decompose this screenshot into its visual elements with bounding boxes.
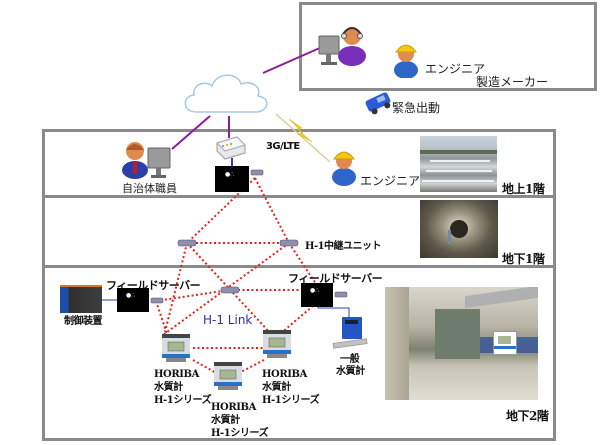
emergency-vehicle-icon	[365, 92, 391, 115]
operator-with-headset-icon	[318, 27, 366, 66]
basement-1-tunnel-photo	[420, 200, 498, 258]
h1-link	[186, 242, 273, 336]
basement-2-photo	[385, 287, 538, 400]
horiba-label-series: H-1シリーズ	[211, 428, 269, 439]
internet-link-manufacturer	[262, 46, 323, 74]
field-server-left-icon: ●∴	[117, 288, 164, 312]
network-3g-lte-label: 3G/LTE	[266, 141, 300, 152]
svg-text:●∴: ●∴	[225, 171, 234, 178]
horiba-label-brand: HORIBA	[262, 369, 307, 380]
horiba-meter-label: HORIBA 水質計 H-1シリーズ	[262, 368, 320, 407]
relay-unit-icon	[220, 286, 240, 294]
horiba-label-type: 水質計	[154, 382, 183, 393]
horiba-label-series: H-1シリーズ	[154, 395, 212, 406]
manufacturer-engineer-label: エンジニア	[425, 62, 486, 76]
general-water-meter-label: 一般 水質計	[336, 354, 365, 378]
gateway-field-server-icon: ●∴	[215, 166, 264, 192]
horiba-label-brand: HORIBA	[211, 402, 256, 413]
h1-link	[155, 289, 230, 302]
h1-link	[254, 177, 290, 244]
horiba-meter-label: HORIBA 水質計 H-1シリーズ	[211, 401, 269, 440]
municipal-staff-icon	[122, 142, 171, 179]
svg-text:●∴: ●∴	[310, 287, 319, 294]
cloud-icon	[184, 74, 268, 113]
horiba-meter-icon	[263, 330, 291, 358]
relay-unit-icon	[279, 239, 299, 247]
h1-link	[186, 177, 256, 244]
horiba-meter-icon	[162, 334, 190, 362]
controller-label: 制御装置	[64, 316, 103, 327]
relay-unit-label: H-1中継ユニット	[305, 241, 382, 252]
general-meter-label-line2: 水質計	[336, 366, 365, 377]
svg-text:●∴: ●∴	[126, 292, 135, 299]
horiba-label-type: 水質計	[262, 382, 291, 393]
floor-label-basement-1: 地下1階	[502, 252, 545, 266]
horiba-label-type: 水質計	[211, 415, 240, 426]
horiba-label-brand: HORIBA	[154, 369, 199, 380]
onsite-engineer-label: エンジニア	[360, 174, 421, 188]
general-meter-label-line1: 一般	[340, 354, 360, 365]
h1-link	[155, 300, 168, 335]
manufacturer-label: 製造メーカー	[476, 75, 549, 89]
engineer-hardhat-icon	[394, 44, 418, 78]
field-server-right-icon: ●∴	[301, 283, 348, 307]
internet-link-staff	[171, 115, 211, 150]
controller-device-icon	[60, 285, 102, 313]
wireless-link	[275, 113, 331, 163]
lightning-bolt-icon	[288, 118, 313, 143]
floor-label-ground-1: 地上1階	[502, 182, 545, 196]
horiba-meter-label: HORIBA 水質計 H-1シリーズ	[154, 368, 212, 407]
h1-link	[236, 359, 265, 375]
horiba-label-series: H-1シリーズ	[262, 395, 320, 406]
floor-label-basement-2: 地下2階	[506, 409, 549, 423]
ground-floor-photo	[420, 136, 497, 192]
municipal-staff-label: 自治体職員	[122, 182, 177, 195]
relay-unit-icon	[177, 239, 197, 247]
horiba-meter-icon	[214, 362, 242, 390]
general-water-meter-icon	[332, 317, 368, 349]
h1-link-label: H-1 Link	[203, 313, 253, 327]
router-icon	[216, 136, 246, 160]
emergency-dispatch-label: 緊急出動	[392, 101, 441, 115]
field-server-right-label: フィールドサーバー	[288, 272, 383, 285]
h1-link	[288, 242, 321, 291]
onsite-engineer-icon	[332, 151, 356, 186]
h1-link	[192, 359, 219, 375]
h1-link	[164, 242, 188, 333]
